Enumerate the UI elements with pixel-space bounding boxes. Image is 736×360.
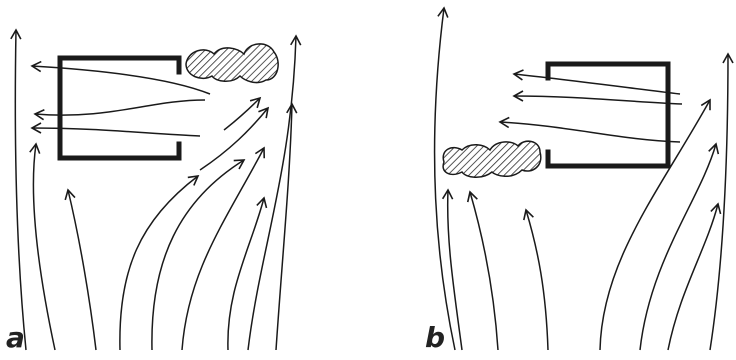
flow-arrow-icon [710,54,728,350]
hatched-cloud-icon [443,141,541,177]
flow-arrow-icon [276,104,292,350]
flow-arrow-icon [224,98,260,130]
flow-arrow-icon [152,160,244,350]
panel-label-a: a [6,324,25,352]
panel-b [435,8,728,350]
flow-arrow-icon [435,8,455,350]
flow-arrow-icon [120,176,198,350]
flow-arrow-icon [470,192,498,350]
flow-arrow-icon [514,74,680,94]
building-outline-icon [60,58,179,158]
streamlines-b [435,8,728,350]
hatched-cloud-icon [186,44,278,83]
flow-arrow-icon [33,144,55,350]
flow-arrow-icon [15,30,26,350]
flow-arrow-icon [526,210,548,350]
flow-arrow-icon [500,122,680,142]
flow-arrow-icon [600,100,710,350]
flow-arrow-icon [32,128,200,136]
flow-arrow-icon [640,144,716,350]
flow-arrow-icon [514,96,682,104]
panel-a [15,30,296,350]
panel-label-b: b [425,324,445,352]
flow-arrow-icon [668,204,718,350]
wake-flows-b [500,74,682,142]
flow-arrow-icon [68,190,96,350]
flow-arrow-icon [228,198,264,350]
